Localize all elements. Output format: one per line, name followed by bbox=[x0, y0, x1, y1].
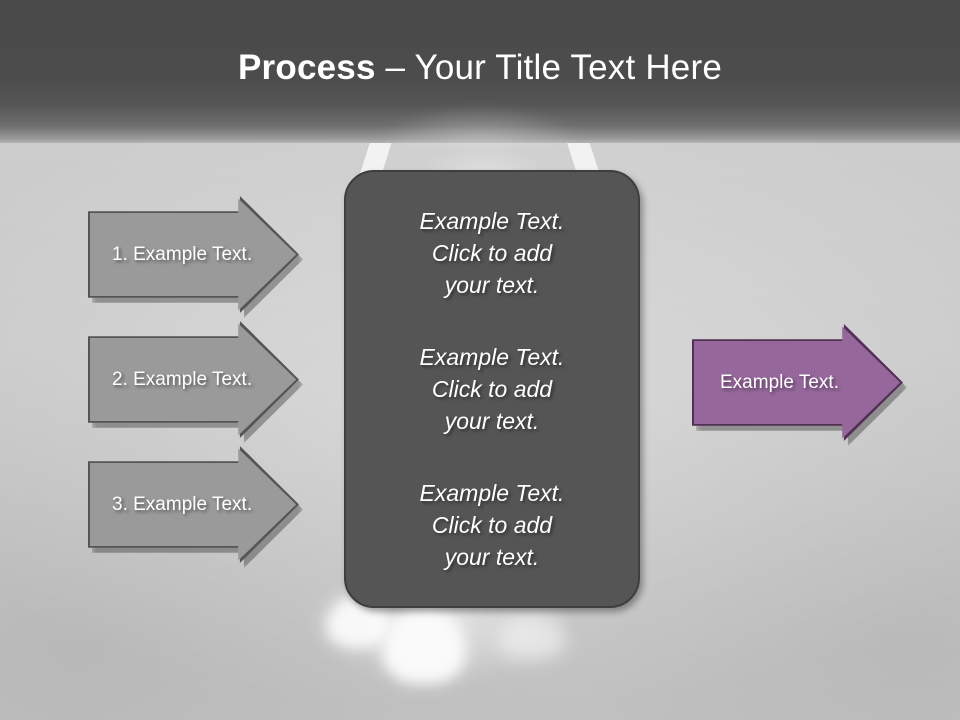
process-step-arrow-2[interactable]: 2. Example Text. bbox=[88, 321, 303, 443]
title-banner-glow bbox=[330, 86, 630, 144]
process-step-arrow-1-label: 1. Example Text. bbox=[112, 243, 253, 265]
process-step-arrow-3[interactable]: 3. Example Text. bbox=[88, 446, 303, 568]
process-step-arrow-2-label: 2. Example Text. bbox=[112, 368, 253, 390]
result-arrow[interactable]: Example Text. bbox=[692, 324, 907, 446]
slide-title-rest: – Your Title Text Here bbox=[375, 48, 722, 87]
result-arrow-label: Example Text. bbox=[720, 371, 839, 393]
panel-text-block-1[interactable]: Example Text. Click to add your text. bbox=[419, 208, 565, 298]
process-step-arrow-1[interactable]: 1. Example Text. bbox=[88, 196, 303, 318]
cat-paw-right bbox=[498, 614, 566, 660]
panel-text-block-2[interactable]: Example Text. Click to add your text. bbox=[419, 344, 565, 434]
process-step-arrow-3-label: 3. Example Text. bbox=[112, 493, 253, 515]
slide-title: Process – Your Title Text Here bbox=[0, 48, 960, 88]
cat-paw-center bbox=[382, 606, 466, 684]
panel-text-block-3[interactable]: Example Text. Click to add your text. bbox=[419, 480, 565, 570]
slide-title-strong: Process bbox=[238, 48, 376, 87]
title-banner bbox=[0, 0, 960, 143]
center-content-panel[interactable]: Example Text. Click to add your text. Ex… bbox=[344, 170, 640, 608]
